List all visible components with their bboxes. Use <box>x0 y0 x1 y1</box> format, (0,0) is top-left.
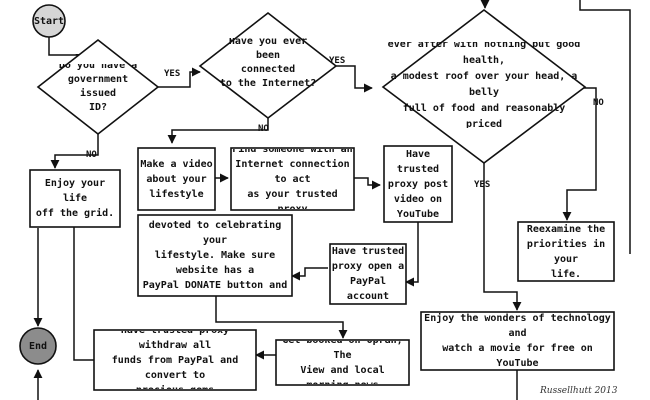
edge-label-happy-yes: YES <box>474 180 491 190</box>
box-enjoy-off-grid <box>29 169 121 228</box>
text-proxy-withdraw: Have trusted proxy withdraw all funds fr… <box>111 331 239 389</box>
text-enjoy-technology: Enjoy the wonders of technology and watc… <box>424 313 611 369</box>
arrow-youtube-to-paypal <box>405 222 419 287</box>
arrow-internet-yes-to-happy <box>336 65 373 93</box>
question-internet: Have you ever been connected to the Inte… <box>219 38 317 88</box>
arrow-happy-yes-to-technology <box>483 155 522 311</box>
decision-live-happily <box>381 8 587 165</box>
text-make-video: Make a video about your lifestyle <box>140 158 213 200</box>
edge-label-happy-no: NO <box>593 98 604 108</box>
box-proxy-withdraw <box>93 329 257 391</box>
text-proxy-paypal: Have trusted proxy open a PayPal account <box>331 246 405 302</box>
text-proxy-youtube: Have trusted proxy post video on YouTube <box>387 148 449 220</box>
box-get-booked <box>275 339 410 386</box>
artist-signature: Russellhutt 2013 <box>540 386 618 396</box>
arrow-id-no-to-offgrid <box>50 134 99 169</box>
connector-lines <box>33 0 631 400</box>
text-find-proxy: Find someone with an Internet connection… <box>232 149 353 209</box>
start-node-shape <box>32 4 66 38</box>
arrow-website-to-oprah <box>215 296 348 339</box>
arrow-top-right-loop <box>485 0 631 254</box>
text-enjoy-off-grid: Enjoy your life off the grid. <box>35 178 115 219</box>
decision-government-id <box>36 38 160 136</box>
edge-label-internet-yes: YES <box>329 56 346 66</box>
arrow-happy-no-to-reexamine <box>562 87 597 221</box>
arrow-proxy-to-youtube <box>354 177 381 190</box>
text-get-booked: Get booked on Oprah, The View and local … <box>282 341 402 384</box>
box-proxy-paypal <box>329 243 407 305</box>
box-make-video <box>137 147 216 211</box>
box-find-proxy <box>230 147 355 211</box>
decision-internet <box>198 11 338 120</box>
box-enjoy-technology <box>420 311 615 371</box>
box-proxy-youtube <box>383 145 453 223</box>
arrow-id-yes-to-internet <box>148 67 201 88</box>
edge-label-id-yes: YES <box>164 69 181 79</box>
text-proxy-website: Have trusted proxy start a website devot… <box>142 220 288 291</box>
arrow-paypal-to-website <box>291 267 328 281</box>
edge-label-id-no: NO <box>86 150 97 160</box>
question-live-happily: Can you live happily ever after with not… <box>387 42 581 128</box>
question-government-id: Do you have a government issued ID? <box>58 64 138 110</box>
box-reexamine <box>517 221 615 282</box>
end-label: End <box>28 340 48 352</box>
box-proxy-website <box>137 214 293 297</box>
arrow-internet-no-to-video <box>167 118 269 144</box>
node-shapes <box>19 4 615 391</box>
edge-label-internet-no: NO <box>258 124 269 134</box>
text-reexamine: Reexamine the priorities in your life. <box>526 223 606 280</box>
end-node-shape <box>19 327 57 365</box>
start-label: Start <box>33 15 65 27</box>
